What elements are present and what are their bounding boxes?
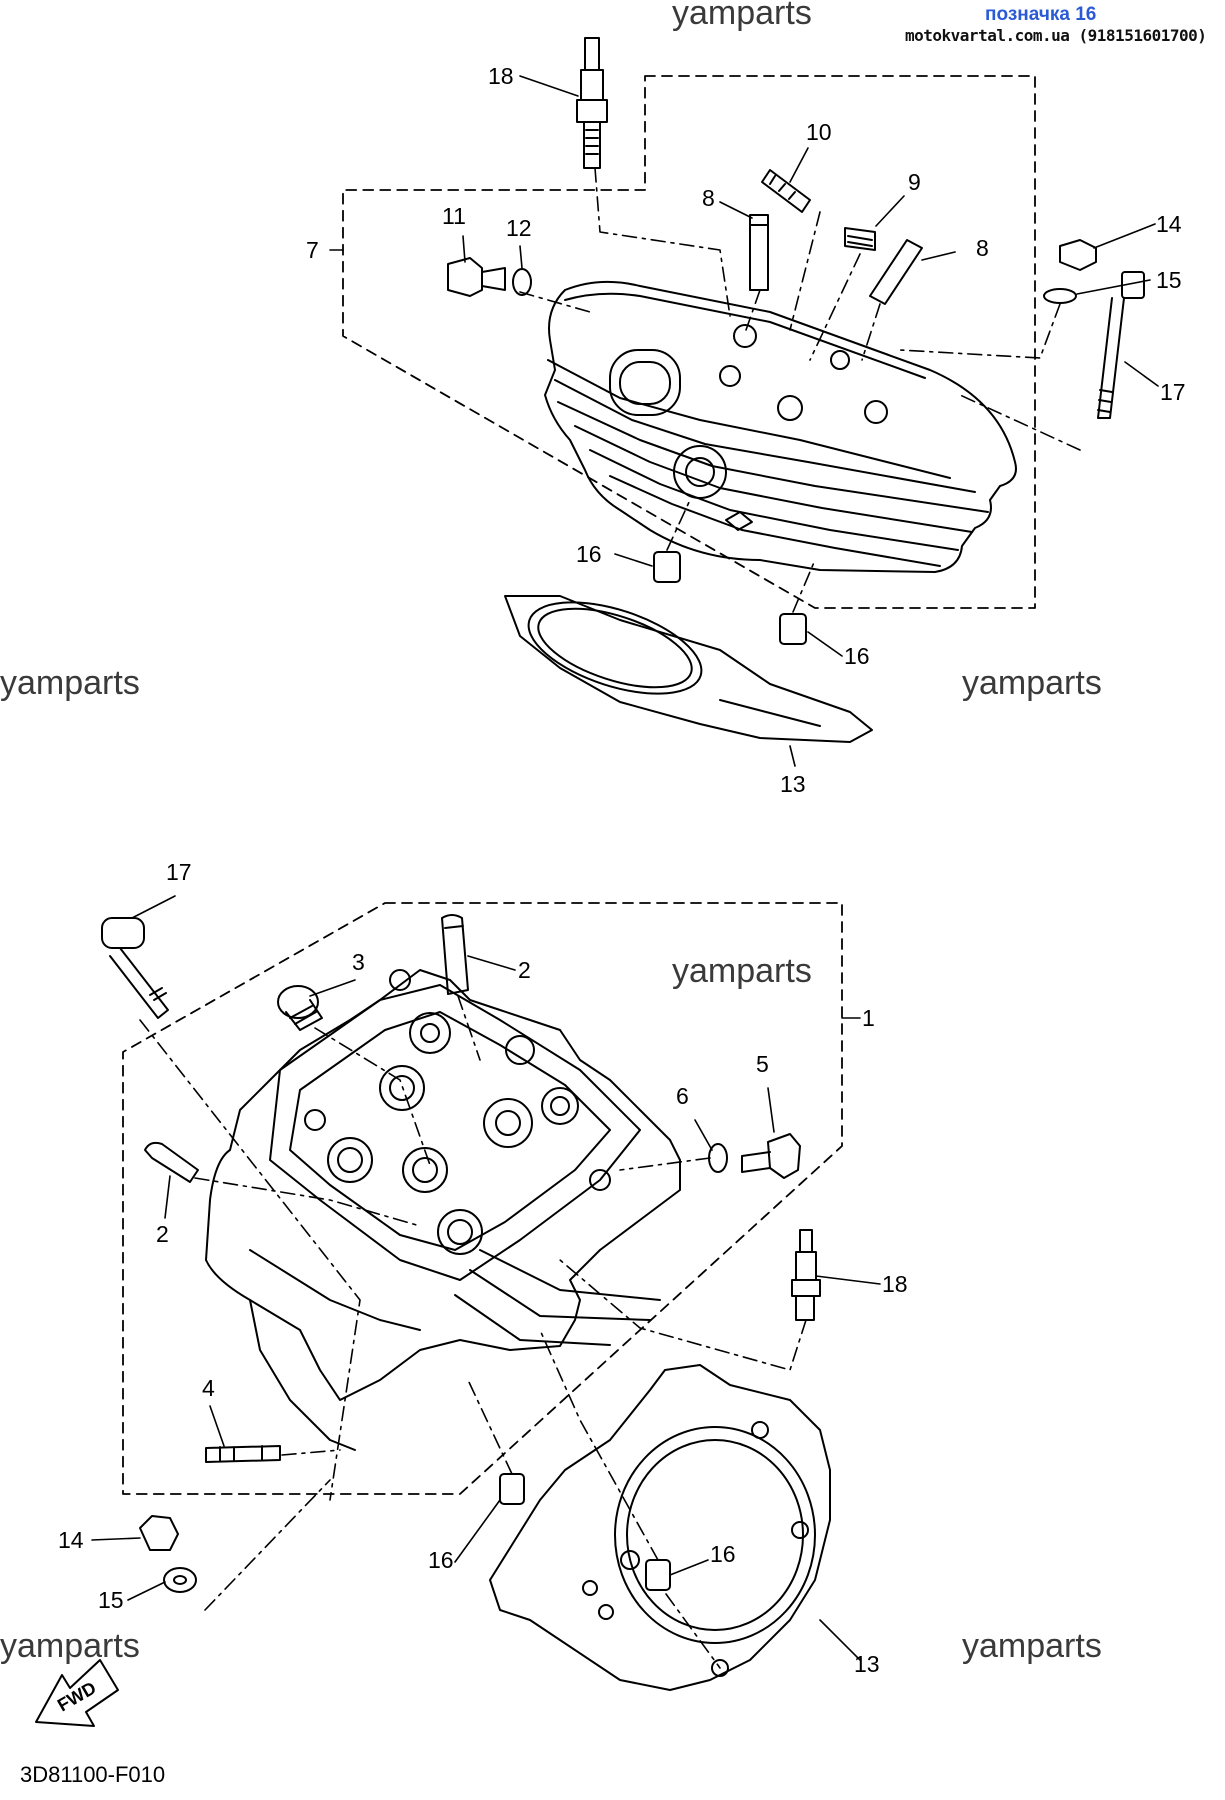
dowel-16c bbox=[499, 1473, 525, 1505]
bolt-5 bbox=[741, 1133, 801, 1179]
watermark-mid-right: yamparts bbox=[962, 664, 1102, 702]
callout-bottom-2b: 2 bbox=[156, 1221, 169, 1247]
callout-top-8a: 8 bbox=[702, 185, 715, 211]
dowel-2a bbox=[441, 914, 469, 995]
dowel-2b bbox=[144, 1141, 199, 1183]
callout-top-14: 14 bbox=[1156, 211, 1182, 237]
callout-top-16a: 16 bbox=[576, 541, 602, 567]
washer-15 bbox=[1043, 288, 1077, 304]
badge-source: motokvartal.com.ua (918151601700) bbox=[905, 26, 1207, 45]
dowel-8a bbox=[749, 214, 769, 291]
callout-bottom-6: 6 bbox=[676, 1083, 689, 1109]
callout-top-8b: 8 bbox=[976, 235, 989, 261]
callout-bottom-5: 5 bbox=[756, 1051, 769, 1077]
dowel-16a bbox=[653, 551, 681, 583]
callout-top-12: 12 bbox=[506, 215, 532, 241]
callout-top-7: 7 bbox=[306, 237, 319, 263]
badge-title: позначка 16 bbox=[985, 4, 1097, 25]
callout-bottom-18: 18 bbox=[882, 1271, 908, 1297]
nut-14 bbox=[1059, 239, 1097, 271]
callout-top-9: 9 bbox=[908, 169, 921, 195]
cylinder-head-bottom bbox=[205, 969, 681, 1451]
washer-15-bottom-hole bbox=[173, 1575, 187, 1585]
dowel-16b bbox=[779, 613, 807, 645]
dowel-8b bbox=[869, 239, 923, 305]
callout-top-13: 13 bbox=[780, 771, 806, 797]
cylinder-head-top bbox=[544, 280, 1017, 573]
spark-plug-bottom bbox=[791, 1229, 821, 1321]
bolt-17-bottom bbox=[101, 917, 169, 1019]
bottom-kit-boundary bbox=[122, 902, 843, 1495]
callout-bottom-16a: 16 bbox=[428, 1547, 454, 1573]
dowel-16d bbox=[645, 1559, 671, 1591]
callout-bottom-2a: 2 bbox=[518, 957, 531, 983]
watermark-mid-left: yamparts bbox=[0, 664, 140, 702]
callout-bottom-3: 3 bbox=[352, 949, 365, 975]
diagram-code: 3D81100-F010 bbox=[20, 1762, 166, 1787]
callout-bottom-15: 15 bbox=[98, 1587, 124, 1613]
callout-bottom-4: 4 bbox=[202, 1375, 215, 1401]
callout-top-10: 10 bbox=[806, 119, 832, 145]
watermark-top: yamparts bbox=[672, 0, 812, 32]
callout-bottom-1: 1 bbox=[862, 1005, 875, 1031]
watermark-bottom-right: yamparts bbox=[962, 1627, 1102, 1665]
callout-top-17: 17 bbox=[1160, 379, 1186, 405]
bolt-17-top bbox=[1097, 271, 1145, 419]
callouts-top: 18 10 8 9 8 11 12 7 14 15 17 16 16 13 bbox=[306, 63, 1186, 797]
washer-12 bbox=[512, 268, 532, 296]
stud-10 bbox=[761, 169, 811, 213]
callouts-bottom: 17 3 2 1 2 6 5 18 4 14 15 16 16 13 bbox=[58, 859, 908, 1677]
plug-9 bbox=[844, 227, 876, 251]
callout-bottom-17: 17 bbox=[166, 859, 192, 885]
top-assembly bbox=[329, 37, 1159, 767]
washer-15-bottom bbox=[163, 1567, 197, 1593]
callout-bottom-13: 13 bbox=[854, 1651, 880, 1677]
callout-top-18: 18 bbox=[488, 63, 514, 89]
fwd-arrow-icon: FWD bbox=[35, 1659, 119, 1727]
spark-plug-top bbox=[576, 37, 608, 169]
plug-3 bbox=[277, 985, 323, 1031]
callout-top-15: 15 bbox=[1156, 267, 1182, 293]
stud-4 bbox=[205, 1445, 281, 1463]
head-gasket-top bbox=[504, 595, 873, 743]
callout-bottom-14: 14 bbox=[58, 1527, 84, 1553]
callout-bottom-16b: 16 bbox=[710, 1541, 736, 1567]
callout-top-11: 11 bbox=[442, 203, 466, 229]
bolt-11 bbox=[447, 257, 506, 297]
leader-lines-bottom bbox=[91, 895, 881, 1669]
nut-14-bottom bbox=[139, 1515, 179, 1551]
leader-lines-top bbox=[329, 75, 1159, 767]
watermark-bottom-left: yamparts bbox=[0, 1627, 140, 1665]
bottom-assembly: FWD bbox=[35, 895, 881, 1727]
head-gasket-bottom bbox=[489, 1364, 831, 1691]
callout-top-16b: 16 bbox=[844, 643, 870, 669]
watermark-center-right: yamparts bbox=[672, 952, 812, 990]
top-kit-boundary bbox=[342, 75, 1036, 609]
